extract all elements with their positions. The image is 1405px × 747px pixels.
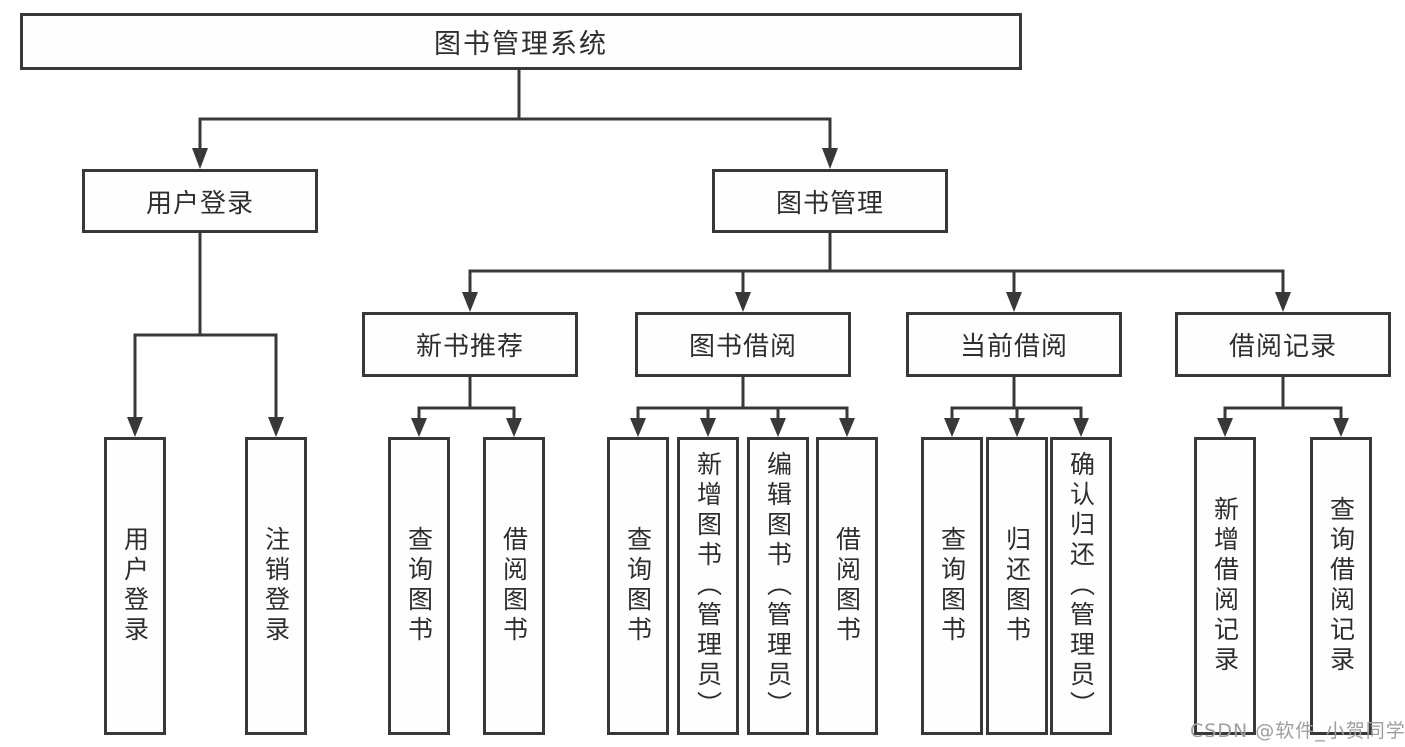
node-book-management: 图书管理 xyxy=(712,169,948,233)
node-borrowing-records: 借阅记录 xyxy=(1175,312,1391,377)
leaf-add-book-admin: 新增图书（管理员） xyxy=(677,437,739,735)
node-new-book-recommendation: 新书推荐 xyxy=(362,312,578,377)
leaf-query-books-recommend: 查询图书 xyxy=(388,437,450,735)
leaf-query-books-borrowing: 查询图书 xyxy=(607,437,669,735)
node-user-login: 用户登录 xyxy=(82,169,318,233)
leaf-edit-book-admin: 编辑图书（管理员） xyxy=(747,437,809,735)
watermark-text: CSDN @软件_小贺同学 xyxy=(1190,720,1405,742)
arrowhead-icons xyxy=(127,148,1349,437)
node-book-borrowing: 图书借阅 xyxy=(635,312,851,377)
leaf-confirm-return-admin: 确认归还（管理员） xyxy=(1050,437,1112,735)
leaf-add-borrow-record: 新增借阅记录 xyxy=(1194,437,1256,735)
leaf-return-book: 归还图书 xyxy=(986,437,1048,735)
node-root-system: 图书管理系统 xyxy=(20,13,1022,70)
leaf-query-borrow-record: 查询借阅记录 xyxy=(1310,437,1372,735)
leaf-borrow-books-borrowing: 借阅图书 xyxy=(816,437,878,735)
leaf-logout: 注销登录 xyxy=(245,437,307,735)
leaf-user-login: 用户登录 xyxy=(104,437,166,735)
leaf-borrow-books-recommend: 借阅图书 xyxy=(483,437,545,735)
leaf-query-books-current: 查询图书 xyxy=(921,437,983,735)
node-current-borrowing: 当前借阅 xyxy=(906,312,1122,377)
